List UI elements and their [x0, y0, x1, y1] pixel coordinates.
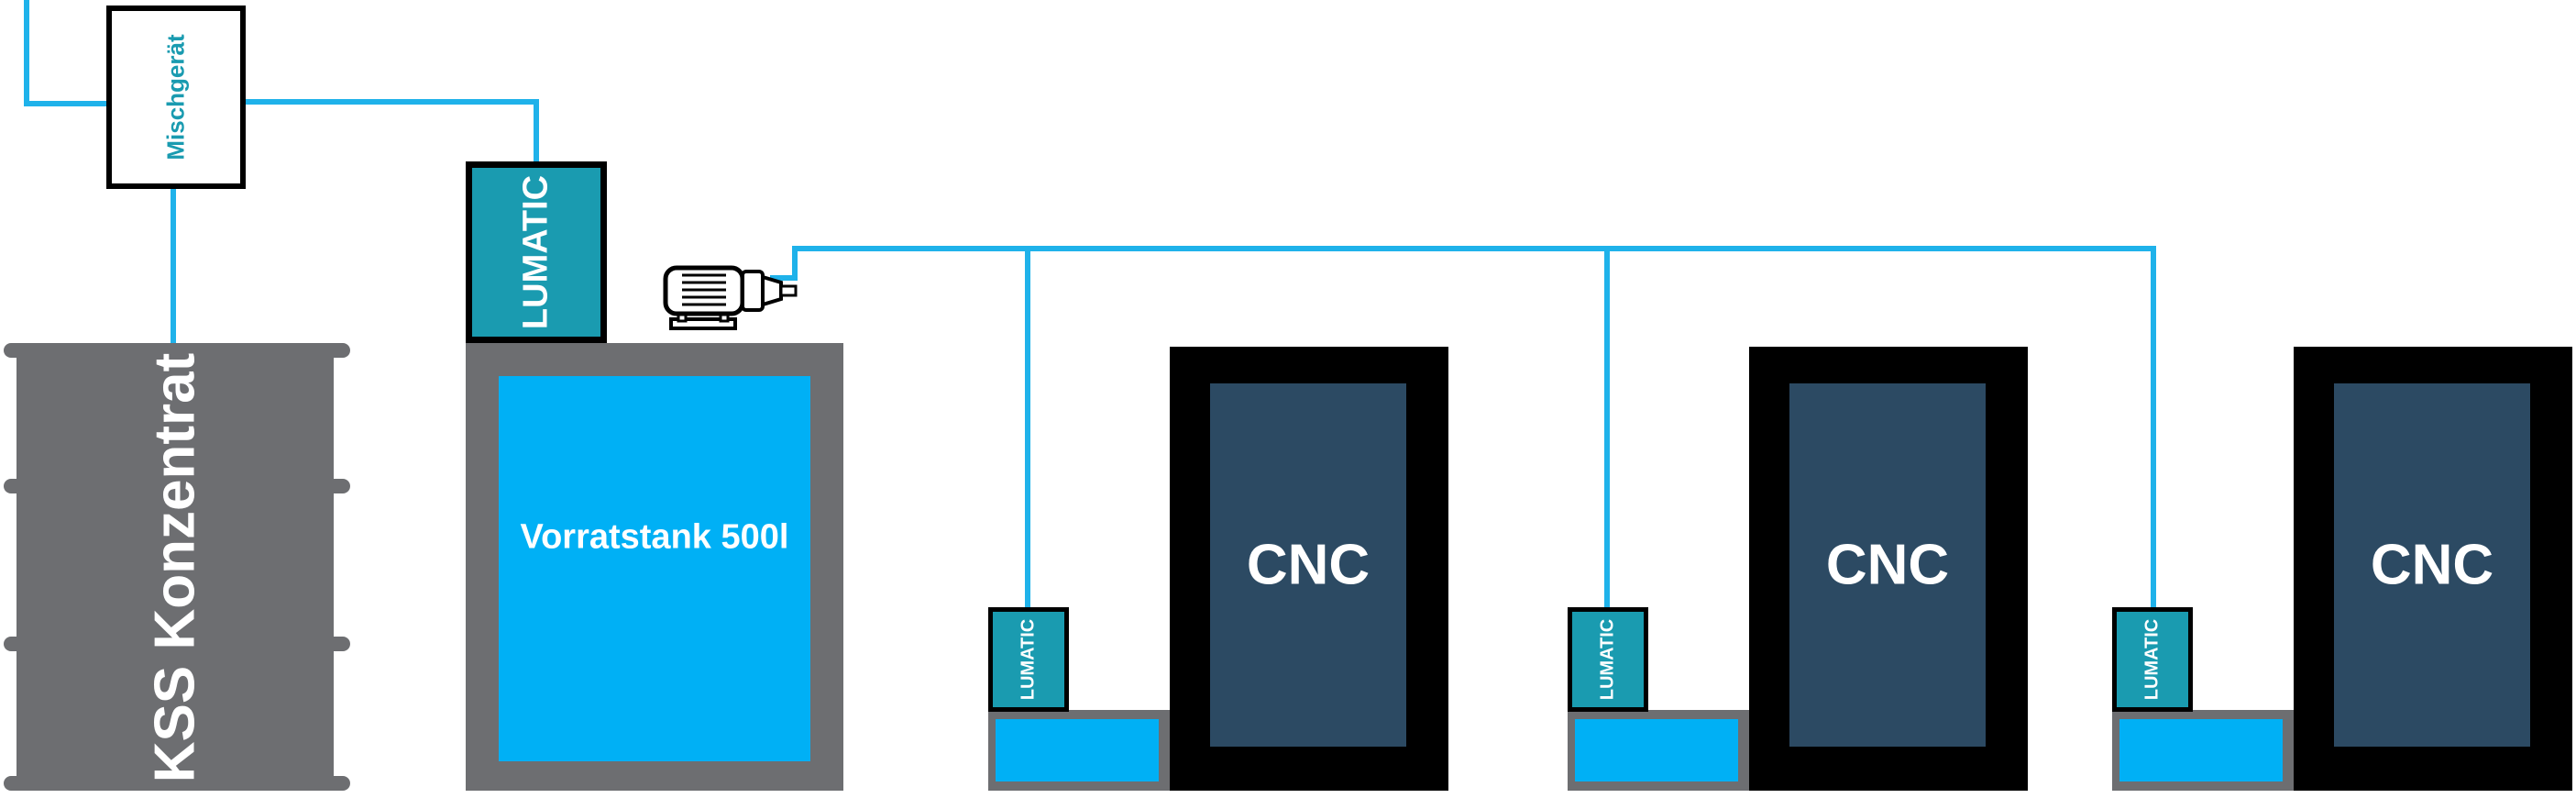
coolant-sump-1 — [988, 710, 1170, 791]
tank-lumatic-label: LUMATIC — [516, 174, 556, 330]
cnc-label: CNC — [1246, 533, 1371, 597]
drum-rib — [4, 479, 350, 493]
cnc-machine-3: CNC — [2294, 347, 2572, 791]
lumatic-label: LUMATIC — [1018, 618, 1039, 701]
water-inlet-pipe-horizontal — [24, 101, 112, 106]
drum-label: KSS Konzentrat — [143, 352, 207, 783]
coolant-sump-2 — [1568, 710, 1749, 791]
pump-motor-icon — [662, 259, 799, 343]
cnc-machine-1-screen: CNC — [1210, 383, 1406, 747]
water-inlet-pipe-vertical — [24, 0, 29, 106]
supply-tank: Vorratstank 500l — [466, 343, 843, 791]
lumatic-label: LUMATIC — [1597, 618, 1618, 701]
mixer-label: Mischgerät — [161, 34, 190, 161]
lumatic-label: LUMATIC — [2141, 618, 2163, 701]
coolant-sump-2-fluid — [1575, 719, 1738, 781]
distribution-main-pipe — [792, 246, 2156, 251]
coolant-sump-3-fluid — [2119, 719, 2283, 781]
coolant-sump-3 — [2112, 710, 2294, 791]
supply-tank-label: Vorratstank 500l — [520, 517, 789, 557]
drop-pipe-machine-1 — [1025, 246, 1030, 609]
mixer-to-tank-pipe-vertical — [534, 99, 539, 163]
drum-body — [17, 345, 334, 791]
mixer-to-drum-pipe — [171, 188, 176, 346]
mixer-box: Mischgerät — [106, 6, 246, 189]
drop-pipe-machine-2 — [1604, 246, 1610, 609]
cnc-machine-2: CNC — [1749, 347, 2028, 791]
tank-lumatic-unit: LUMATIC — [466, 161, 607, 343]
pump-outlet-riser — [792, 246, 798, 281]
drum-rib — [4, 776, 350, 791]
lumatic-unit-3: LUMATIC — [2112, 607, 2193, 712]
cnc-machine-1: CNC — [1170, 347, 1448, 791]
supply-tank-fluid: Vorratstank 500l — [499, 376, 810, 761]
lumatic-unit-1: LUMATIC — [988, 607, 1069, 712]
mixer-to-tank-pipe-horizontal — [242, 99, 539, 105]
cnc-machine-3-screen: CNC — [2334, 383, 2530, 747]
cnc-label: CNC — [2370, 533, 2494, 597]
drum-rib — [4, 637, 350, 651]
cnc-machine-2-screen: CNC — [1789, 383, 1986, 747]
coolant-sump-1-fluid — [996, 719, 1159, 781]
cnc-label: CNC — [1825, 533, 1950, 597]
pump-outlet-pipe — [770, 275, 798, 281]
lumatic-unit-2: LUMATIC — [1568, 607, 1648, 712]
drop-pipe-machine-3 — [2151, 246, 2156, 609]
drum-rib — [4, 343, 350, 358]
drum-label-box: KSS Konzentrat — [17, 345, 334, 791]
